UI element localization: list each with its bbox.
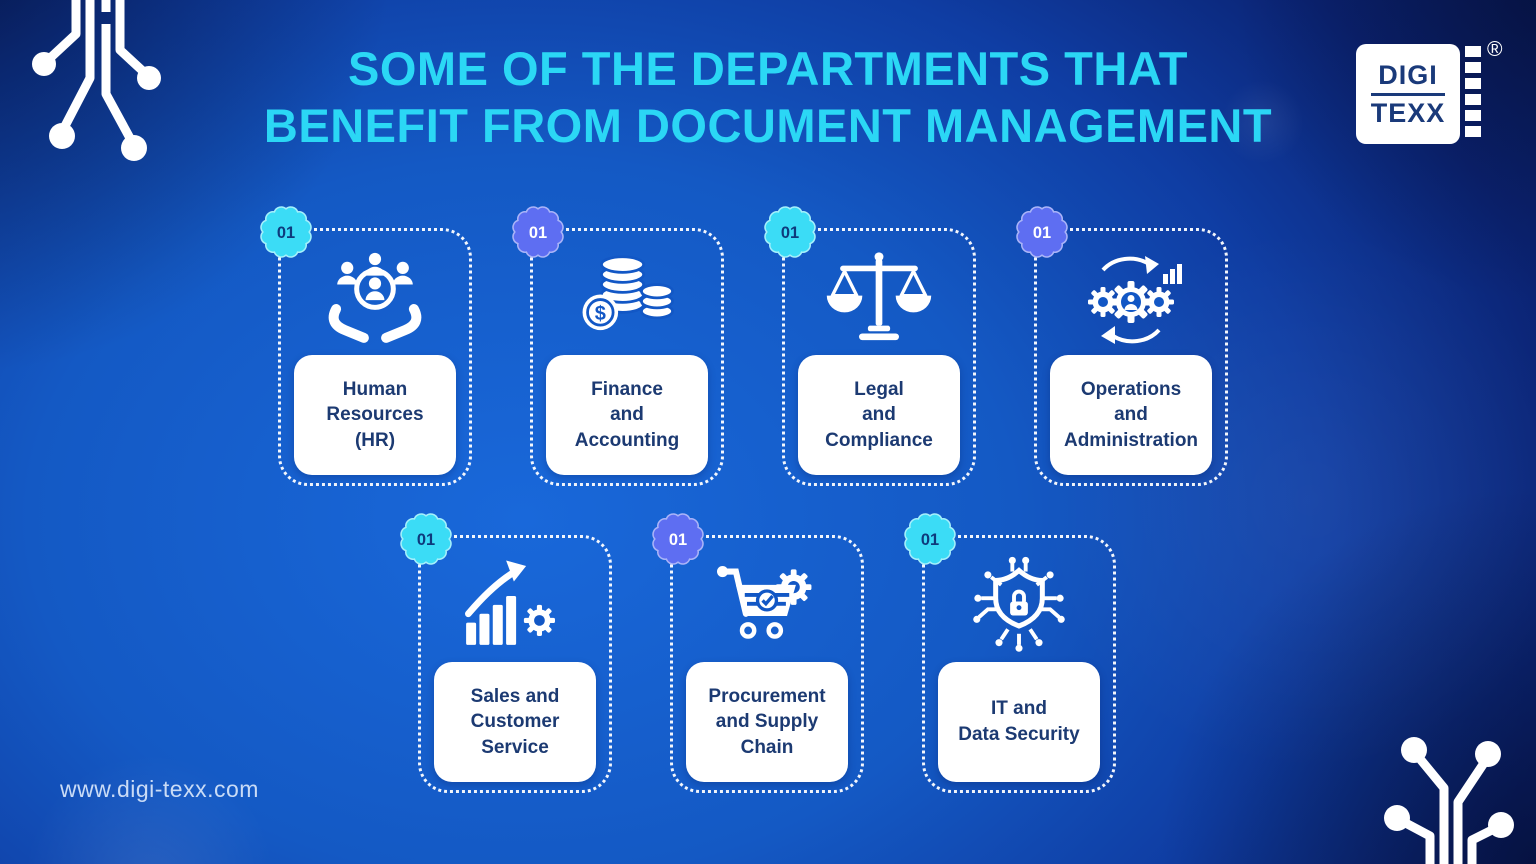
scales-icon	[785, 243, 973, 355]
svg-text:01: 01	[1033, 224, 1051, 242]
card-label: IT and Data Security	[938, 662, 1100, 782]
svg-text:01: 01	[529, 224, 547, 242]
card-number-badge: 01	[761, 203, 819, 261]
film-strip-icon	[1465, 46, 1481, 142]
department-card-procurement-supply-chain: 01	[652, 513, 864, 793]
circuit-decoration-bottom-right	[1384, 737, 1514, 864]
page-title-line2: BENEFIT FROM DOCUMENT MANAGEMENT	[263, 99, 1273, 152]
logo-box: DIGI TEXX	[1356, 44, 1460, 144]
card-number-badge: 01	[901, 510, 959, 568]
svg-text:01: 01	[417, 531, 435, 549]
dollar-symbol: $	[595, 303, 606, 325]
svg-text:01: 01	[277, 224, 295, 242]
card-label-text: IT and Data Security	[958, 698, 1080, 745]
website-url: www.digi-texx.com	[60, 776, 259, 802]
people-in-hands-icon	[281, 243, 469, 355]
department-card-legal-compliance: 01 Legal and Compliance	[764, 206, 976, 486]
svg-text:01: 01	[921, 531, 939, 549]
department-card-operations-administration: 01	[1016, 206, 1228, 486]
department-card-finance-accounting: 01 $ Finance and Acco	[512, 206, 724, 486]
logo-word-digi: DIGI	[1370, 60, 1446, 96]
shield-lock-icon	[925, 550, 1113, 662]
card-label: Sales and Customer Service	[434, 662, 596, 782]
svg-text:01: 01	[669, 531, 687, 549]
page-title: SOME OF THE DEPARTMENTS THAT BENEFIT FRO…	[0, 40, 1536, 154]
card-label: Operations and Administration	[1050, 355, 1212, 475]
card-label-text: Legal and Compliance	[825, 378, 933, 451]
growth-chart-icon	[421, 550, 609, 662]
coins-icon: $	[533, 243, 721, 355]
department-card-sales-customer-service: 01	[400, 513, 612, 793]
card-label: Procurement and Supply Chain	[686, 662, 848, 782]
card-label-text: Finance and Accounting	[574, 378, 680, 451]
department-card-it-data-security: 01	[904, 513, 1116, 793]
svg-text:01: 01	[781, 224, 799, 242]
card-label-text: Human Resources (HR)	[326, 378, 424, 451]
cart-gear-icon	[673, 550, 861, 662]
card-number-badge: 01	[649, 510, 707, 568]
card-number-badge: 01	[1013, 203, 1071, 261]
department-card-human-resources: 01 Human Resources (HR)	[260, 206, 472, 486]
card-label-text: Operations and Administration	[1063, 378, 1199, 451]
card-number-badge: 01	[397, 510, 455, 568]
card-label-text: Sales and Customer Service	[470, 685, 560, 758]
gears-icon	[1037, 243, 1225, 355]
page-title-line1: SOME OF THE DEPARTMENTS THAT	[348, 42, 1188, 95]
registered-trademark: ®	[1487, 38, 1503, 61]
card-label: Finance and Accounting	[546, 355, 708, 475]
card-number-badge: 01	[509, 203, 567, 261]
card-number-badge: 01	[257, 203, 315, 261]
card-label: Human Resources (HR)	[294, 355, 456, 475]
circuit-decoration-top-left	[32, 0, 161, 161]
card-label-text: Procurement and Supply Chain	[708, 685, 826, 758]
digitexx-logo: DIGI TEXX ®	[1356, 38, 1516, 154]
card-label: Legal and Compliance	[798, 355, 960, 475]
logo-word-texx: TEXX	[1370, 97, 1446, 128]
